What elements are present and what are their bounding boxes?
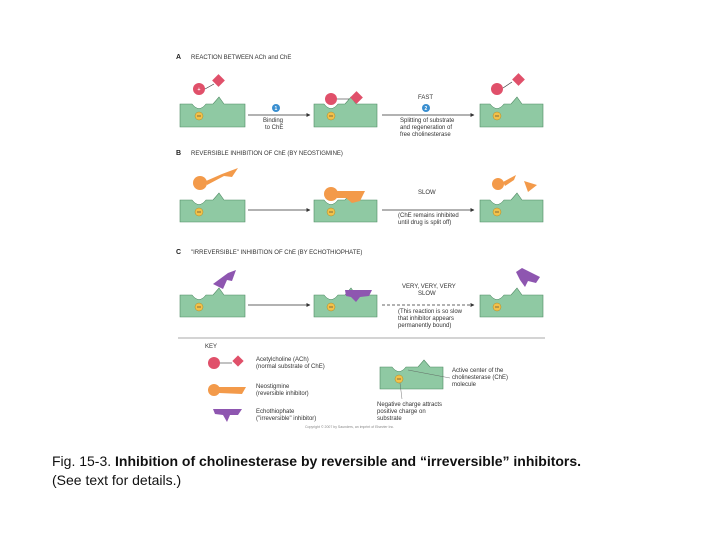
caption-title: Inhibition of cholinesterase by reversib… [115,453,582,469]
reaction-note: that inhibitor appears [398,316,454,322]
step-number: 2 [425,106,428,112]
step-label: and regeneration of [400,125,452,131]
step-label: Splitting of substrate [400,118,455,124]
section-c-letter: C [176,249,181,256]
neostigmine-molecule [193,176,207,190]
step-marker [422,104,430,112]
enzyme-key-block [379,359,444,390]
key-ach-sublabel: (normal substrate of ChE) [256,364,325,370]
reaction-note: (This reaction is so slow [398,309,463,315]
key-negative-label: Negative charge attracts [377,402,442,408]
neostigmine-tail [503,175,516,186]
neostigmine-molecule [324,187,338,201]
echothiophate-molecule [213,270,236,289]
acetylcholine-key-icon [208,357,220,369]
acetylcholine-molecule [325,93,337,105]
acetylcholine-acetyl [212,74,225,87]
key-neo-sublabel: (reversible inhibitor) [256,391,309,397]
step-number: 1 [275,106,278,112]
key-active-label: Active center of the [452,368,504,374]
key-echo-label: Echothiophate [256,409,295,415]
enzyme-block [479,96,544,128]
neostigmine-key-icon [208,384,220,396]
speed-label: SLOW [418,291,436,297]
section-c-title: "IRREVERSIBLE" INHIBITION OF ChE (BY ECH… [191,250,362,256]
step-label: free cholinesterase [400,132,451,138]
key-negative-label: substrate [377,416,402,422]
enzyme-block [179,96,246,128]
enzyme-block [179,192,246,223]
echothiophate-molecule [516,268,540,287]
reaction-note: until drug is split off) [398,220,451,226]
key-panel: KEY Acetylcholine (ACh) (normal substrat… [178,337,545,429]
key-neo-label: Neostigmine [256,384,290,390]
enzyme-block [479,192,544,223]
section-a-letter: A [176,54,181,61]
reaction-note: permanently bound) [398,323,451,329]
key-active-label: molecule [452,382,477,388]
neostigmine-fragment [492,178,504,190]
key-title: KEY [205,344,217,350]
acetylcholine-molecule [193,83,205,95]
neostigmine-fragment [524,181,537,192]
speed-label: FAST [418,95,433,101]
acetylcholine-acetyl [350,91,363,104]
acetylcholine-key-icon [232,355,244,367]
step-label: Binding [263,118,283,124]
copyright-notice: Copyright © 2007 by Saunders, an imprint… [305,425,394,429]
section-b-letter: B [176,150,181,157]
key-echo-sublabel: ("irreversible" inhibitor) [256,416,316,422]
step-marker [272,104,280,112]
reaction-note: (ChE remains inhibited [398,213,459,219]
neostigmine-tail [206,168,238,185]
key-negative-label: positive charge on [377,409,426,415]
neostigmine-key-icon [219,387,246,394]
enzyme-block [479,287,544,318]
section-a: A REACTION BETWEEN ACh and ChE + 1 Bindi… [176,54,544,138]
caption-note: (See text for details.) [52,472,182,488]
section-b: B REVERSIBLE INHIBITION OF ChE (BY NEOST… [176,150,544,226]
section-c: C "IRREVERSIBLE" INHIBITION OF ChE (BY E… [176,249,544,329]
key-active-label: cholinesterase (ChE) [452,375,508,381]
neostigmine-tail [337,191,365,203]
speed-label: VERY, VERY, VERY [402,284,456,290]
figure-caption: Fig. 15-3. Inhibition of cholinesterase … [52,452,692,490]
enzyme-block [179,287,246,318]
section-a-title: REACTION BETWEEN ACh and ChE [191,55,291,61]
echothiophate-molecule [345,290,372,302]
echothiophate-key-icon [213,409,242,422]
choline-fragment [491,83,503,95]
key-ach-label: Acetylcholine (ACh) [256,357,309,363]
speed-label: SLOW [418,190,436,196]
section-b-title: REVERSIBLE INHIBITION OF ChE (BY NEOSTIG… [191,151,343,157]
svg-text:+: + [198,87,201,93]
acetate-fragment [512,73,525,86]
enzyme-block [313,96,378,128]
step-label: to ChE [265,125,283,131]
caption-prefix: Fig. 15-3. [52,453,116,469]
